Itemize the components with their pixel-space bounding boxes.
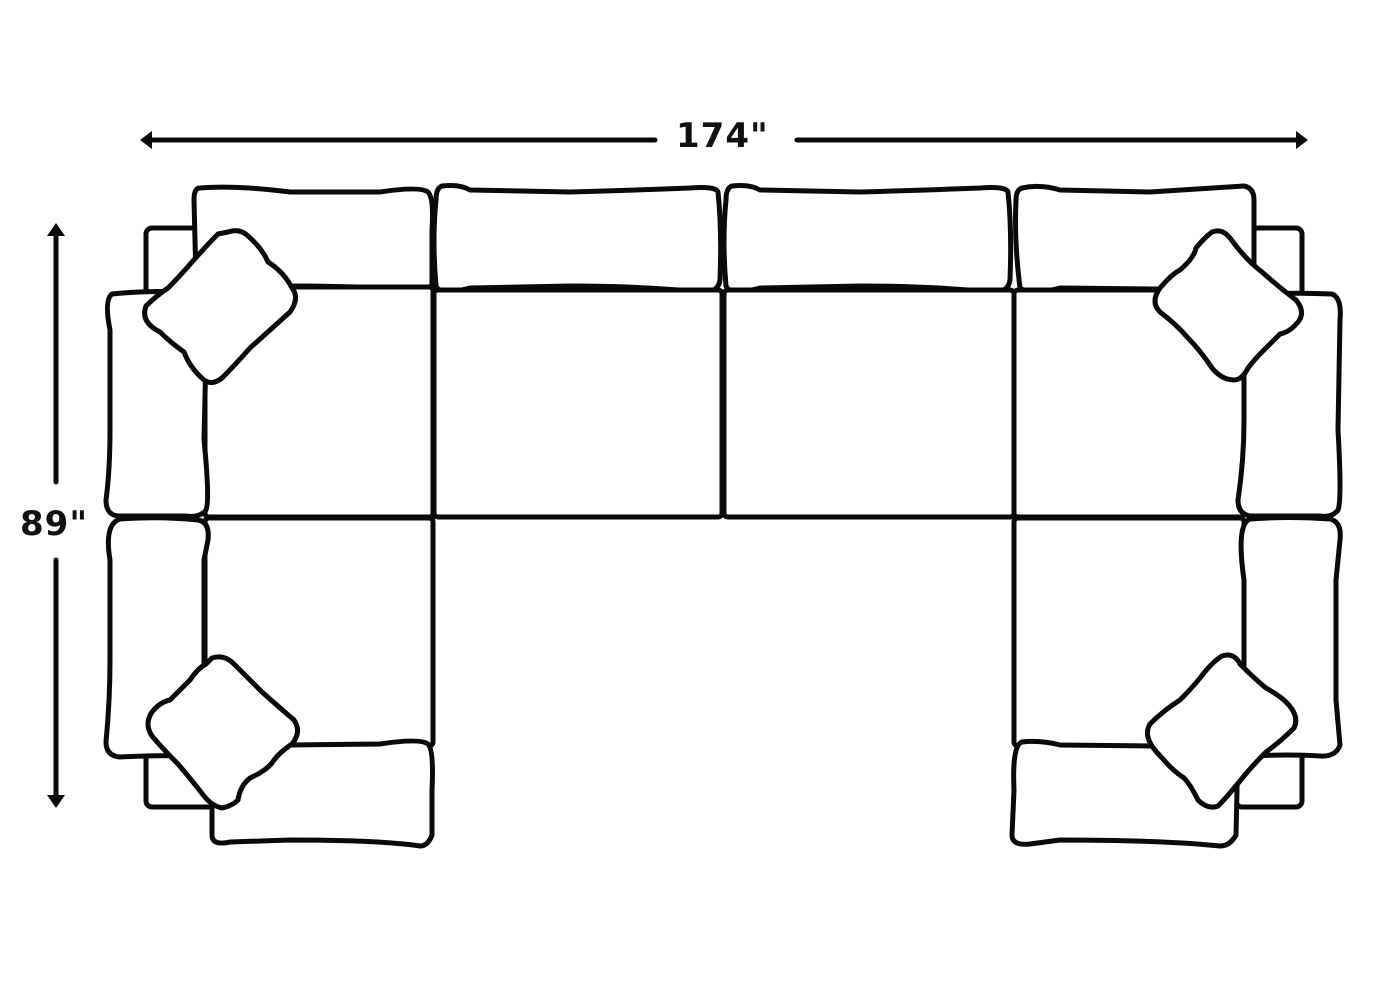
arrow-right-icon [1296, 131, 1308, 149]
middle-left-seat [431, 287, 725, 520]
pillow-bottom-left [145, 654, 300, 811]
width-dimension-label: 174" [662, 116, 783, 156]
pillow-top-left [142, 228, 298, 386]
arrow-up-icon [47, 223, 65, 236]
pillow-bottom-right [1144, 652, 1299, 810]
depth-dimension-arrow [47, 223, 65, 808]
pillow-top-right [1152, 228, 1304, 383]
middle-right-seat [721, 287, 1017, 520]
middle-right-back-cushion [721, 183, 1014, 295]
middle-left-back-cushion [431, 183, 724, 295]
width-dimension-arrow [140, 131, 1308, 149]
arrow-down-icon [47, 795, 65, 808]
depth-dimension-label: 89" [20, 500, 89, 548]
arrow-left-icon [140, 131, 152, 149]
